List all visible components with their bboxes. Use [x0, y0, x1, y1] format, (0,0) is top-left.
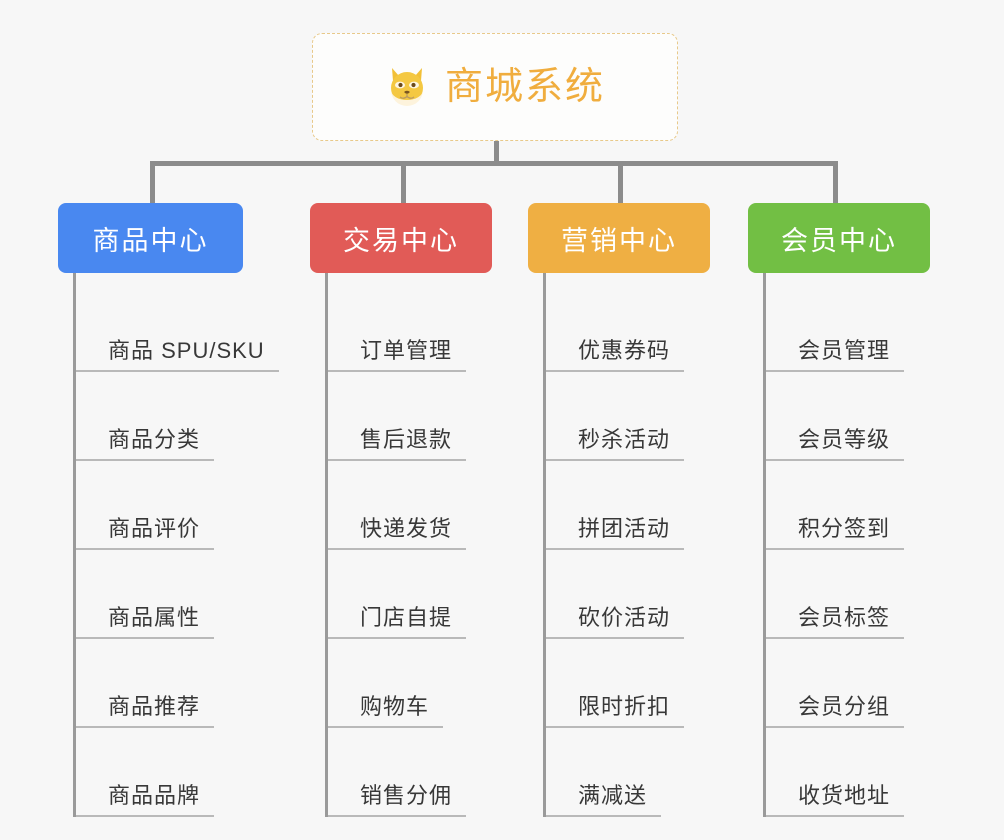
leaf-list-marketing-center: 优惠券码 秒杀活动 拼团活动 砍价活动 限时折扣 满减送 [543, 273, 710, 817]
connector-drop-marketing-center [618, 161, 623, 203]
connector-root-stem [494, 141, 499, 163]
list-item[interactable]: 会员标签 [766, 550, 930, 639]
category-header-product-center[interactable]: 商品中心 [58, 203, 243, 273]
list-item[interactable]: 会员分组 [766, 639, 930, 728]
leaf-label: 限时折扣 [578, 693, 671, 719]
leaf-label: 购物车 [360, 693, 430, 719]
list-item[interactable]: 限时折扣 [546, 639, 710, 728]
list-item[interactable]: 商品评价 [76, 461, 243, 550]
leaf-label: 会员标签 [798, 604, 891, 630]
leaf-label: 订单管理 [360, 337, 453, 363]
list-item[interactable]: 订单管理 [328, 283, 492, 372]
branch-marketing-center: 营销中心 优惠券码 秒杀活动 拼团活动 砍价活动 限时折扣 满减送 [528, 203, 710, 817]
branch-member-center: 会员中心 会员管理 会员等级 积分签到 会员标签 会员分组 收货地址 [748, 203, 930, 817]
root-node[interactable]: 商城系统 [312, 33, 678, 141]
leaf-label: 满减送 [578, 782, 648, 808]
leaf-label: 销售分佣 [360, 782, 453, 808]
leaf-label: 砍价活动 [578, 604, 671, 630]
leaf-label: 秒杀活动 [578, 426, 671, 452]
shiba-dog-face-icon [385, 64, 431, 110]
list-item[interactable]: 拼团活动 [546, 461, 710, 550]
category-header-marketing-center[interactable]: 营销中心 [528, 203, 710, 273]
category-header-member-center[interactable]: 会员中心 [748, 203, 930, 273]
leaf-label: 会员等级 [798, 426, 891, 452]
leaf-label: 商品分类 [108, 426, 201, 452]
list-item[interactable]: 售后退款 [328, 372, 492, 461]
list-item[interactable]: 购物车 [328, 639, 492, 728]
leaf-list-product-center: 商品 SPU/SKU 商品分类 商品评价 商品属性 商品推荐 商品品牌 [73, 273, 279, 817]
list-item[interactable]: 会员管理 [766, 283, 930, 372]
list-item[interactable]: 满减送 [546, 728, 710, 817]
leaf-label: 商品评价 [108, 515, 201, 541]
category-header-trade-center[interactable]: 交易中心 [310, 203, 492, 273]
leaf-label: 会员分组 [798, 693, 891, 719]
leaf-label: 商品 SPU/SKU [108, 337, 265, 363]
leaf-label: 售后退款 [360, 426, 453, 452]
leaf-label: 优惠券码 [578, 337, 671, 363]
connector-drop-member-center [833, 161, 838, 203]
list-item[interactable]: 商品分类 [76, 372, 243, 461]
category-title: 营销中心 [561, 225, 677, 256]
branch-trade-center: 交易中心 订单管理 售后退款 快递发货 门店自提 购物车 销售分佣 [310, 203, 492, 817]
category-title: 会员中心 [781, 225, 897, 256]
leaf-label: 商品推荐 [108, 693, 201, 719]
list-item[interactable]: 优惠券码 [546, 283, 710, 372]
category-title: 交易中心 [343, 225, 459, 256]
list-item[interactable]: 销售分佣 [328, 728, 492, 817]
list-item[interactable]: 积分签到 [766, 461, 930, 550]
list-item[interactable]: 门店自提 [328, 550, 492, 639]
leaf-label: 商品品牌 [108, 782, 201, 808]
connector-drop-trade-center [401, 161, 406, 203]
branch-product-center: 商品中心 商品 SPU/SKU 商品分类 商品评价 商品属性 商品推荐 商品品牌 [58, 203, 279, 817]
connector-horizontal-bus [150, 161, 833, 166]
leaf-label: 门店自提 [360, 604, 453, 630]
leaf-list-trade-center: 订单管理 售后退款 快递发货 门店自提 购物车 销售分佣 [325, 273, 492, 817]
list-item[interactable]: 商品属性 [76, 550, 243, 639]
list-item[interactable]: 收货地址 [766, 728, 930, 817]
leaf-label: 拼团活动 [578, 515, 671, 541]
leaf-label: 会员管理 [798, 337, 891, 363]
list-item[interactable]: 商品品牌 [76, 728, 243, 817]
list-item[interactable]: 快递发货 [328, 461, 492, 550]
category-title: 商品中心 [92, 225, 209, 256]
root-title: 商城系统 [444, 66, 605, 108]
leaf-label: 快递发货 [360, 515, 453, 541]
list-item[interactable]: 会员等级 [766, 372, 930, 461]
leaf-label: 收货地址 [798, 782, 891, 808]
list-item[interactable]: 商品 SPU/SKU [76, 283, 279, 372]
leaf-list-member-center: 会员管理 会员等级 积分签到 会员标签 会员分组 收货地址 [763, 273, 930, 817]
list-item[interactable]: 秒杀活动 [546, 372, 710, 461]
leaf-label: 积分签到 [798, 515, 891, 541]
connector-drop-product-center [150, 161, 155, 203]
leaf-label: 商品属性 [108, 604, 201, 630]
list-item[interactable]: 砍价活动 [546, 550, 710, 639]
list-item[interactable]: 商品推荐 [76, 639, 243, 728]
